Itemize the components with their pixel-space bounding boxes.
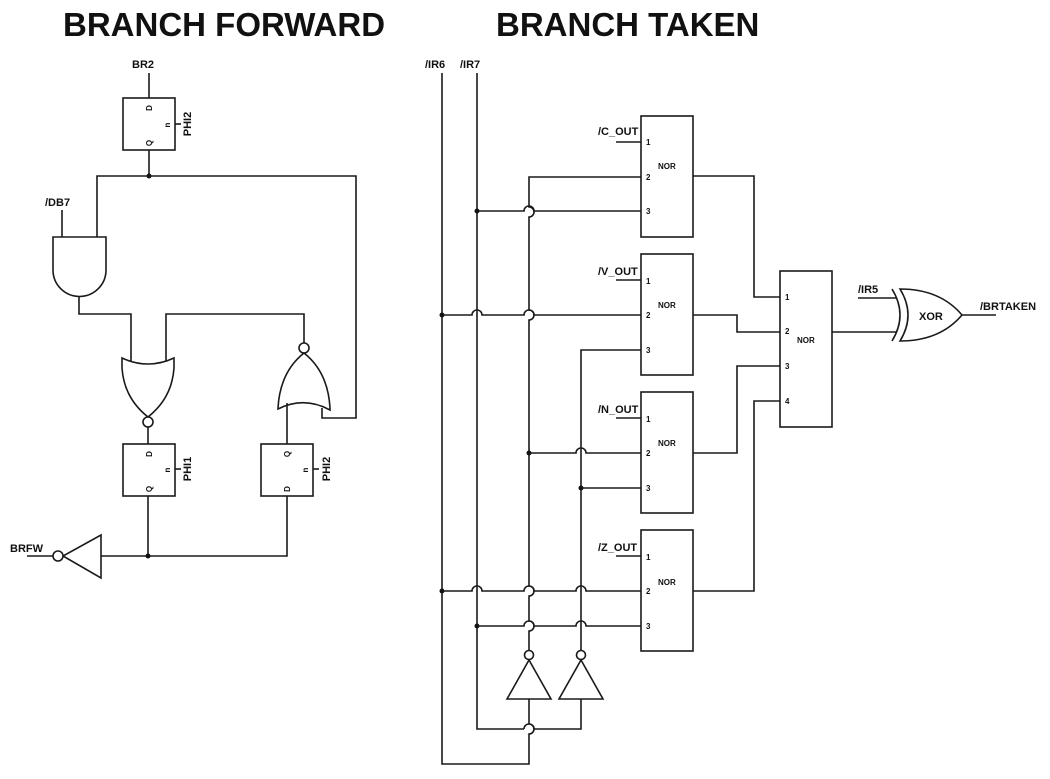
wire bbox=[528, 723, 535, 739]
clock-label-phi2: PHI2 bbox=[182, 112, 194, 136]
clock-label-phi2: PHI2 bbox=[321, 457, 333, 481]
wire bbox=[693, 314, 780, 333]
nor-gate-right bbox=[277, 351, 331, 412]
gate-label: NOR bbox=[658, 439, 676, 448]
inversion-bubble bbox=[298, 342, 310, 354]
pin-label: 1 bbox=[785, 293, 790, 302]
pin-label: 2 bbox=[785, 327, 790, 336]
latch-pin-d: D bbox=[145, 451, 154, 457]
wire bbox=[477, 205, 641, 212]
title-branch-forward: BRANCH FORWARD bbox=[63, 6, 385, 43]
signal-db7-label: /DB7 bbox=[45, 197, 70, 209]
wire-ir7 bbox=[476, 73, 524, 730]
signal-ir7-label: /IR7 bbox=[460, 59, 480, 71]
nor-block-n: /N_OUT 1 2 3 NOR bbox=[598, 391, 694, 514]
pin-label: 3 bbox=[646, 346, 651, 355]
inverter-gate bbox=[505, 658, 553, 700]
pin-label: 3 bbox=[785, 362, 790, 371]
gate-label: NOR bbox=[658, 301, 676, 310]
inversion-bubble bbox=[575, 649, 587, 661]
wire bbox=[529, 447, 641, 454]
wire-inv2-out bbox=[580, 349, 641, 651]
junction-dot bbox=[145, 553, 151, 559]
latch-pin-d: D bbox=[145, 105, 154, 111]
pin-label: 2 bbox=[646, 449, 651, 458]
nor-block-c: /C_OUT 1 2 3 NOR bbox=[598, 115, 694, 238]
inversion-bubble bbox=[52, 550, 64, 562]
latch-pin-q: Q bbox=[145, 486, 154, 492]
signal-brtaken-label: /BRTAKEN bbox=[980, 301, 1036, 313]
nor-block-v: /V_OUT 1 2 3 NOR bbox=[598, 253, 694, 376]
signal-ir5-label: /IR5 bbox=[858, 284, 878, 296]
pin-label: 2 bbox=[646, 587, 651, 596]
latch-mid-left: D n Q PHI1 bbox=[122, 443, 194, 497]
inverter-gate bbox=[61, 533, 102, 580]
signal-n-out-label: /N_OUT bbox=[598, 404, 639, 416]
clock-label-phi1: PHI1 bbox=[182, 457, 194, 481]
inversion-bubble bbox=[142, 416, 154, 428]
wire-ir6 bbox=[441, 73, 530, 765]
wire bbox=[78, 297, 132, 362]
wire bbox=[693, 400, 780, 592]
wire bbox=[442, 309, 641, 316]
inverter-gate bbox=[557, 658, 605, 700]
wire bbox=[165, 313, 305, 362]
wire bbox=[101, 496, 288, 557]
signal-ir6-label: /IR6 bbox=[425, 59, 445, 71]
latch-pin-q: Q bbox=[283, 451, 292, 457]
wire bbox=[442, 585, 641, 592]
gate-label: NOR bbox=[658, 578, 676, 587]
title-branch-taken: BRANCH TAKEN bbox=[496, 6, 759, 43]
pin-label: 3 bbox=[646, 207, 651, 216]
signal-br2-label: BR2 bbox=[132, 59, 154, 71]
gate-label: NOR bbox=[797, 336, 815, 345]
latch-pin-clk: n bbox=[301, 467, 310, 472]
gate-label: NOR bbox=[658, 162, 676, 171]
latch-mid-right: Q n D PHI2 bbox=[260, 443, 333, 497]
branch-forward-circuit: BR2 D n Q PHI2 /DB7 bbox=[10, 59, 357, 580]
inversion-bubble bbox=[523, 649, 535, 661]
latch-pin-clk: n bbox=[163, 122, 172, 127]
latch-pin-q: Q bbox=[145, 140, 154, 146]
pin-label: 3 bbox=[646, 622, 651, 631]
xor-gate: XOR bbox=[891, 288, 964, 342]
latch-pin-d: D bbox=[283, 486, 292, 492]
signal-v-out-label: /V_OUT bbox=[598, 266, 638, 278]
signal-z-out-label: /Z_OUT bbox=[598, 542, 637, 554]
wire bbox=[96, 175, 357, 419]
pin-label: 1 bbox=[646, 415, 651, 424]
signal-c-out-label: /C_OUT bbox=[598, 126, 639, 138]
pin-label: 1 bbox=[646, 277, 651, 286]
pin-label: 3 bbox=[646, 484, 651, 493]
branch-taken-circuit: /IR6 /IR7 bbox=[425, 59, 1036, 765]
and-gate bbox=[52, 236, 107, 298]
pin-label: 4 bbox=[785, 397, 790, 406]
nor-block-final: 1 2 3 4 NOR bbox=[779, 270, 833, 428]
latch-pin-clk: n bbox=[163, 467, 172, 472]
wire bbox=[477, 620, 641, 627]
pin-label: 1 bbox=[646, 138, 651, 147]
gate-label: XOR bbox=[919, 311, 943, 323]
wire bbox=[693, 175, 780, 298]
pin-label: 1 bbox=[646, 553, 651, 562]
pin-label: 2 bbox=[646, 173, 651, 182]
latch-top: D n Q PHI2 bbox=[122, 97, 194, 151]
nor-gate-left bbox=[121, 356, 175, 419]
wire bbox=[693, 365, 780, 454]
signal-brfw-label: BRFW bbox=[10, 543, 44, 555]
pin-label: 2 bbox=[646, 311, 651, 320]
